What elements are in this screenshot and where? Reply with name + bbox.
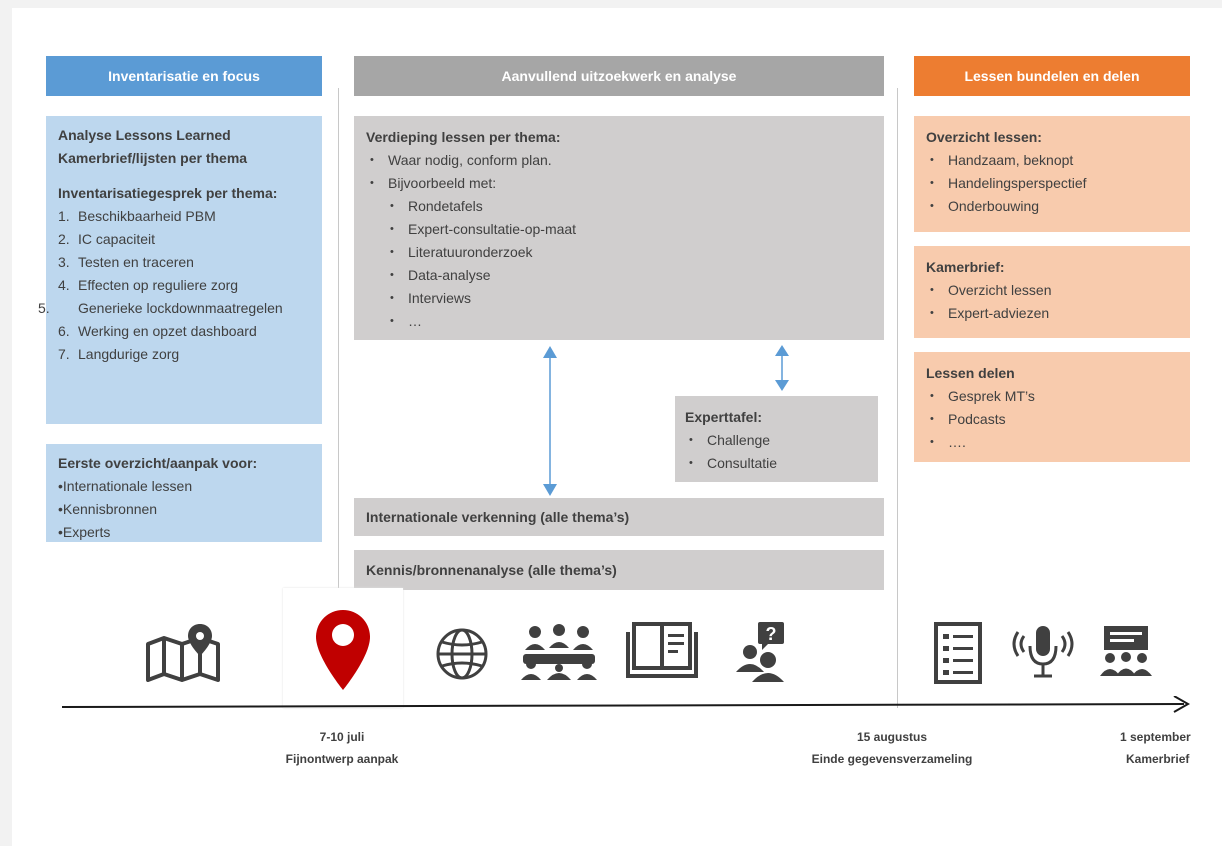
list-item: Gesprek MT’s	[926, 385, 1178, 408]
list-item: ….	[926, 431, 1178, 454]
list-item: Waar nodig, conform plan.	[366, 149, 872, 172]
kamerbrief-list: Overzicht lessen Expert-adviezen	[926, 279, 1178, 325]
milestone-august: 15 augustus Einde gegevensverzameling	[782, 726, 1002, 770]
milestone-date: 15 augustus	[856, 730, 928, 744]
milestone-label: Einde gegevensverzameling	[811, 752, 973, 766]
presentation-audience-icon	[1100, 626, 1152, 676]
kamerbrief-title: Kamerbrief:	[926, 259, 1005, 275]
list-item: 7.Langdurige zorg	[58, 346, 180, 362]
share-lessons-box: Lessen delen Gesprek MT’s Podcasts ….	[914, 352, 1190, 462]
list-item: Challenge	[685, 429, 866, 452]
double-arrow-long	[543, 346, 557, 496]
location-pin-tile	[283, 588, 403, 708]
list-item: Handelingsperspectief	[926, 172, 1178, 195]
left-column-header: Inventarisatie en focus	[46, 56, 322, 96]
meeting-table-icon	[521, 624, 597, 680]
right-column-header: Lessen bundelen en delen	[914, 56, 1190, 96]
list-item: Onderbouwing	[926, 195, 1178, 218]
inventory-title-1: Analyse Lessons Learned	[58, 127, 231, 143]
column-divider-right	[897, 88, 898, 708]
book-icon	[626, 622, 698, 678]
knowledge-analysis-bar: Kennis/bronnenanalyse (alle thema’s)	[354, 550, 884, 590]
list-item: 6.Werking en opzet dashboard	[58, 323, 257, 339]
list-item: Podcasts	[926, 408, 1178, 431]
list-item: •Internationale lessen	[58, 478, 193, 494]
international-exploration-bar: Internationale verkenning (alle thema’s)	[354, 498, 884, 536]
list-item: …	[386, 310, 872, 333]
deepening-box: Verdieping lessen per thema: Waar nodig,…	[354, 116, 884, 340]
lessons-overview-box: Overzicht lessen: Handzaam, beknopt Hand…	[914, 116, 1190, 232]
list-item: 3.Testen en traceren	[58, 254, 194, 270]
timeline-arrow	[62, 696, 1191, 713]
method-list: Rondetafels Expert-consultatie-op-maat L…	[386, 195, 872, 333]
lessons-overview-list: Handzaam, beknopt Handelingsperspectief …	[926, 149, 1178, 218]
double-arrow-short	[775, 345, 789, 391]
share-lessons-title: Lessen delen	[926, 365, 1015, 381]
list-item: Expert-adviezen	[926, 302, 1178, 325]
location-pin-icon	[316, 610, 370, 690]
deepening-title: Verdieping lessen per thema:	[366, 129, 561, 145]
lessons-overview-title: Overzicht lessen:	[926, 129, 1042, 145]
expert-table-title: Experttafel:	[685, 409, 763, 425]
deepening-list: Waar nodig, conform plan. Bijvoorbeeld m…	[366, 149, 872, 195]
list-item: 2.IC capaciteit	[58, 231, 156, 247]
first-overview-title: Eerste overzicht/aanpak voor:	[58, 455, 258, 471]
list-item: Overzicht lessen	[926, 279, 1178, 302]
list-item: Expert-consultatie-op-maat	[386, 218, 872, 241]
list-item: 1.Beschikbaarheid PBM	[58, 208, 216, 224]
milestone-date: 1 september	[1120, 730, 1191, 744]
inventory-subtitle: Inventarisatiegesprek per thema:	[58, 185, 278, 201]
svg-text:?: ?	[766, 624, 777, 644]
list-item: Data-analyse	[386, 264, 872, 287]
list-item: •Experts	[58, 524, 111, 540]
milestone-date: 7-10 juli	[319, 730, 365, 744]
milestone-september: 1 september Kamerbrief	[1112, 726, 1222, 770]
list-item: 4.Effecten op reguliere zorg	[58, 277, 239, 293]
microphone-icon	[1012, 626, 1074, 678]
inventory-box: Analyse Lessons Learned Kamerbrief/lijst…	[38, 116, 322, 424]
first-overview-box: Eerste overzicht/aanpak voor: •Internati…	[46, 444, 322, 542]
list-item: •Kennisbronnen	[58, 501, 158, 517]
expert-table-list: Challenge Consultatie	[685, 429, 866, 475]
list-item: Rondetafels	[386, 195, 872, 218]
theme-list: 1.Beschikbaarheid PBM 2.IC capaciteit 3.…	[38, 205, 310, 366]
milestone-july: 7-10 juli Fijnontwerp aanpak	[242, 726, 442, 770]
list-item: 5.Generieke lockdownmaatregelen	[38, 300, 283, 316]
question-person-icon: ?	[736, 622, 784, 682]
list-item: Literatuuronderzoek	[386, 241, 872, 264]
checklist-icon	[934, 622, 982, 684]
inventory-title-2: Kamerbrief/lijsten per thema	[58, 150, 248, 166]
kamerbrief-box: Kamerbrief: Overzicht lessen Expert-advi…	[914, 246, 1190, 338]
expert-table-box: Experttafel: Challenge Consultatie	[675, 396, 878, 482]
list-item: Interviews	[386, 287, 872, 310]
list-item: Bijvoorbeeld met:	[366, 172, 872, 195]
share-lessons-list: Gesprek MT’s Podcasts ….	[926, 385, 1178, 454]
list-item: Consultatie	[685, 452, 866, 475]
map-icon	[146, 624, 220, 682]
diagram-canvas: Inventarisatie en focus Analyse Lessons …	[12, 8, 1222, 846]
middle-column-header: Aanvullend uitzoekwerk en analyse	[354, 56, 884, 96]
milestone-label: Fijnontwerp aanpak	[285, 752, 399, 766]
milestone-label: Kamerbrief	[1126, 752, 1190, 766]
globe-icon	[436, 628, 488, 680]
column-divider-left	[338, 88, 339, 668]
list-item: Handzaam, beknopt	[926, 149, 1178, 172]
